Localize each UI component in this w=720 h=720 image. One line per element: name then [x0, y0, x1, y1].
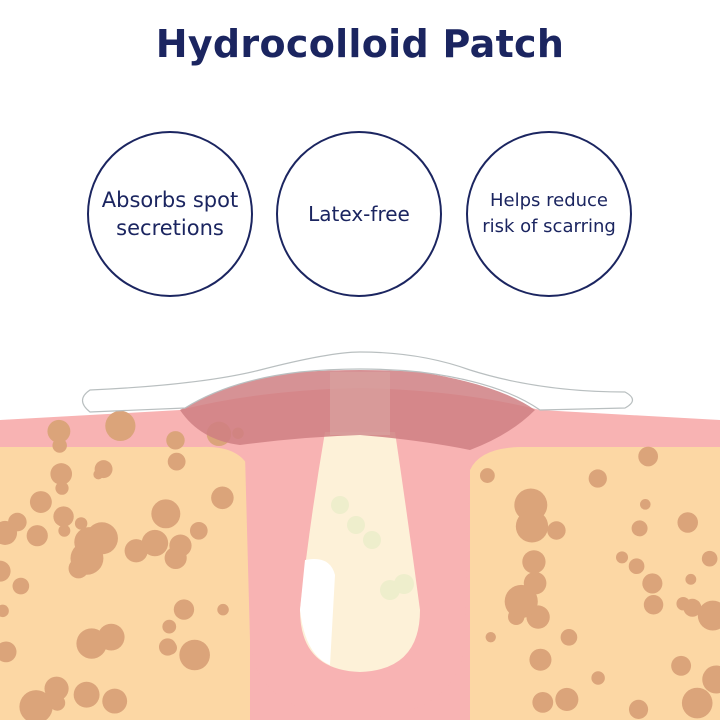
skin-cell-dot [0, 604, 9, 618]
skin-cell-dot [702, 665, 720, 694]
feature-badge-latex-free: Latex-free [276, 131, 442, 297]
skin-cell-dot [12, 577, 30, 595]
skin-cell-dot [681, 687, 713, 719]
feature-text: Helps reduce [489, 190, 609, 211]
skin-cell-dot [173, 599, 195, 620]
skin-cell-dot [685, 573, 697, 585]
skin-cell-dot [29, 491, 52, 513]
skin-cell-dot [166, 431, 185, 450]
skin-cell-dot [217, 603, 229, 616]
skin-cell-dot [55, 481, 69, 495]
skin-cell-dot [49, 695, 66, 711]
skin-cell-dot [73, 681, 100, 708]
skin-cell-dot [631, 520, 648, 537]
skin-cell-dot [47, 419, 71, 443]
skin-cell-dot [638, 446, 659, 467]
skin-cell-dot [0, 560, 11, 582]
skin-cell-dot [50, 463, 73, 485]
feature-text: Latex-free [308, 202, 410, 226]
skin-cell-dot [485, 632, 496, 643]
skin-cell-dot [155, 536, 167, 548]
skin-cell-dot [588, 469, 607, 488]
feature-badge-absorbs: Absorbs spot secretions [87, 131, 253, 297]
skin-cell-dot [68, 558, 89, 579]
skin-cell-dot [189, 521, 208, 540]
skin-cell-dot [105, 410, 136, 441]
skin-cell-dot [53, 506, 74, 527]
skin-cell-dot [167, 452, 186, 471]
skin-cell-dot [26, 525, 48, 547]
skin-cell-dot [179, 639, 210, 671]
skin-cell-dot [529, 648, 552, 671]
skin-cell-dot [640, 499, 651, 510]
skin-cell-dot [169, 534, 192, 557]
skin-cell-dot [76, 628, 107, 659]
skin-cell-dot [0, 641, 17, 663]
skin-cell-dot [19, 690, 53, 720]
page-title: Hydrocolloid Patch [155, 22, 565, 66]
skin-cell-dot [615, 551, 629, 564]
skin-cell-dot [102, 688, 128, 714]
feature-text: secretions [116, 216, 224, 240]
skin-cell-dot [628, 558, 645, 575]
skin-cell-dot [628, 699, 649, 719]
skin-cell-dot [701, 550, 718, 567]
skin-cell-dot [676, 596, 690, 611]
skin-cell-dot [515, 510, 549, 543]
skin-cell-dot [479, 468, 495, 483]
skin-cell-dot [555, 687, 579, 711]
feature-text: Absorbs spot [101, 188, 239, 212]
white-spot [300, 559, 335, 665]
skin-cell-dot [643, 595, 664, 615]
skin-cell-dot [211, 486, 234, 510]
skin-cell-dot [52, 438, 67, 453]
skin-cell-dot [44, 676, 69, 701]
skin-cell-dot [94, 460, 113, 479]
skin-cell-dot [523, 571, 547, 595]
skin-cell-dot [591, 671, 605, 685]
skin-cell-dot [141, 529, 169, 557]
skin-cell-dot [522, 550, 546, 574]
feature-badge-scarring: Helps reduce risk of scarring [466, 131, 632, 297]
feature-text: risk of scarring [482, 216, 616, 237]
skin-cell-dot [504, 584, 538, 619]
skin-cell-dot [0, 520, 18, 545]
skin-cell-dot [85, 522, 118, 555]
skin-cell-dot [560, 629, 578, 646]
skin-cell-dot [677, 512, 698, 533]
skin-cell-dot [158, 638, 177, 656]
skin-cell-dot [671, 655, 692, 676]
skin-cell-dot [58, 524, 71, 537]
skin-cell-dot [642, 573, 663, 594]
skin-cell-dot [74, 517, 88, 530]
skin-cell-dot [532, 691, 554, 713]
skin-cell-dot [706, 615, 720, 630]
skin-cell-dot [547, 521, 566, 540]
skin-cell-dot [162, 619, 177, 634]
hydrocolloid-patch [81, 351, 634, 413]
skin-cell-dot [151, 499, 181, 529]
